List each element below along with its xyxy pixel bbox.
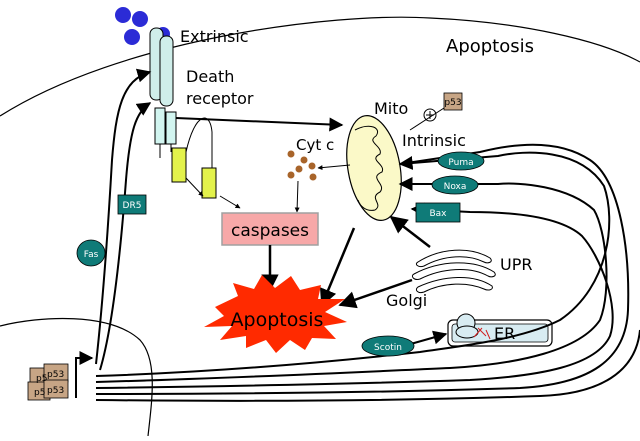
- transcription-lines: [95, 68, 640, 402]
- svg-text:p53: p53: [47, 386, 64, 396]
- svg-text:Fas: Fas: [84, 250, 99, 260]
- mito-label: Mito: [374, 99, 408, 118]
- svg-text:p53: p53: [444, 98, 461, 108]
- ligand-ball: [124, 29, 140, 45]
- ligand-ball: [132, 11, 148, 27]
- endoplasmic-reticulum: [447, 313, 553, 347]
- death-receptor-label-line1: Death: [186, 67, 234, 86]
- svg-text:DR5: DR5: [123, 201, 142, 211]
- noxa-badge: Noxa: [431, 175, 479, 195]
- death-receptor-label-line2: receptor: [186, 89, 254, 108]
- p53-mito-badge: p53: [443, 92, 463, 111]
- svg-text:Scotin: Scotin: [374, 343, 402, 353]
- cytochrome-c-dots: [287, 150, 317, 181]
- dr5-badge: DR5: [117, 194, 147, 215]
- p53-tiles: p5 p53 p5 p53: [27, 363, 69, 401]
- upr-label: UPR: [500, 255, 532, 274]
- svg-text:p5: p5: [34, 388, 45, 398]
- bax-badge: Bax: [415, 202, 461, 223]
- intrinsic-label: Intrinsic: [402, 131, 466, 150]
- apoptosis-burst: [204, 275, 347, 353]
- golgi-apparatus: [411, 249, 496, 293]
- extrinsic-label: Extrinsic: [180, 27, 249, 46]
- scotin-badge: Scotin: [361, 335, 415, 357]
- svg-text:Noxa: Noxa: [444, 182, 467, 192]
- fas-badge: Fas: [76, 239, 106, 267]
- cyt-c-label: Cyt c: [296, 136, 334, 154]
- svg-text:Puma: Puma: [448, 158, 473, 168]
- cell-membrane: [0, 16, 640, 117]
- er-label: ER: [494, 324, 515, 343]
- svg-text:p53: p53: [47, 370, 64, 380]
- golgi-label: Golgi: [386, 291, 427, 310]
- ligand-ball: [115, 7, 131, 23]
- apoptosis-title: Apoptosis: [446, 36, 534, 57]
- puma-badge: Puma: [437, 151, 485, 171]
- mitochondrion: [346, 115, 402, 221]
- caspases-box: [221, 212, 319, 246]
- caspases-label: caspases: [231, 221, 309, 241]
- svg-text:Bax: Bax: [429, 209, 447, 219]
- svg-text:p5: p5: [36, 374, 47, 384]
- apoptosis-burst-label: Apoptosis: [231, 309, 324, 331]
- death-receptor: [149, 27, 217, 199]
